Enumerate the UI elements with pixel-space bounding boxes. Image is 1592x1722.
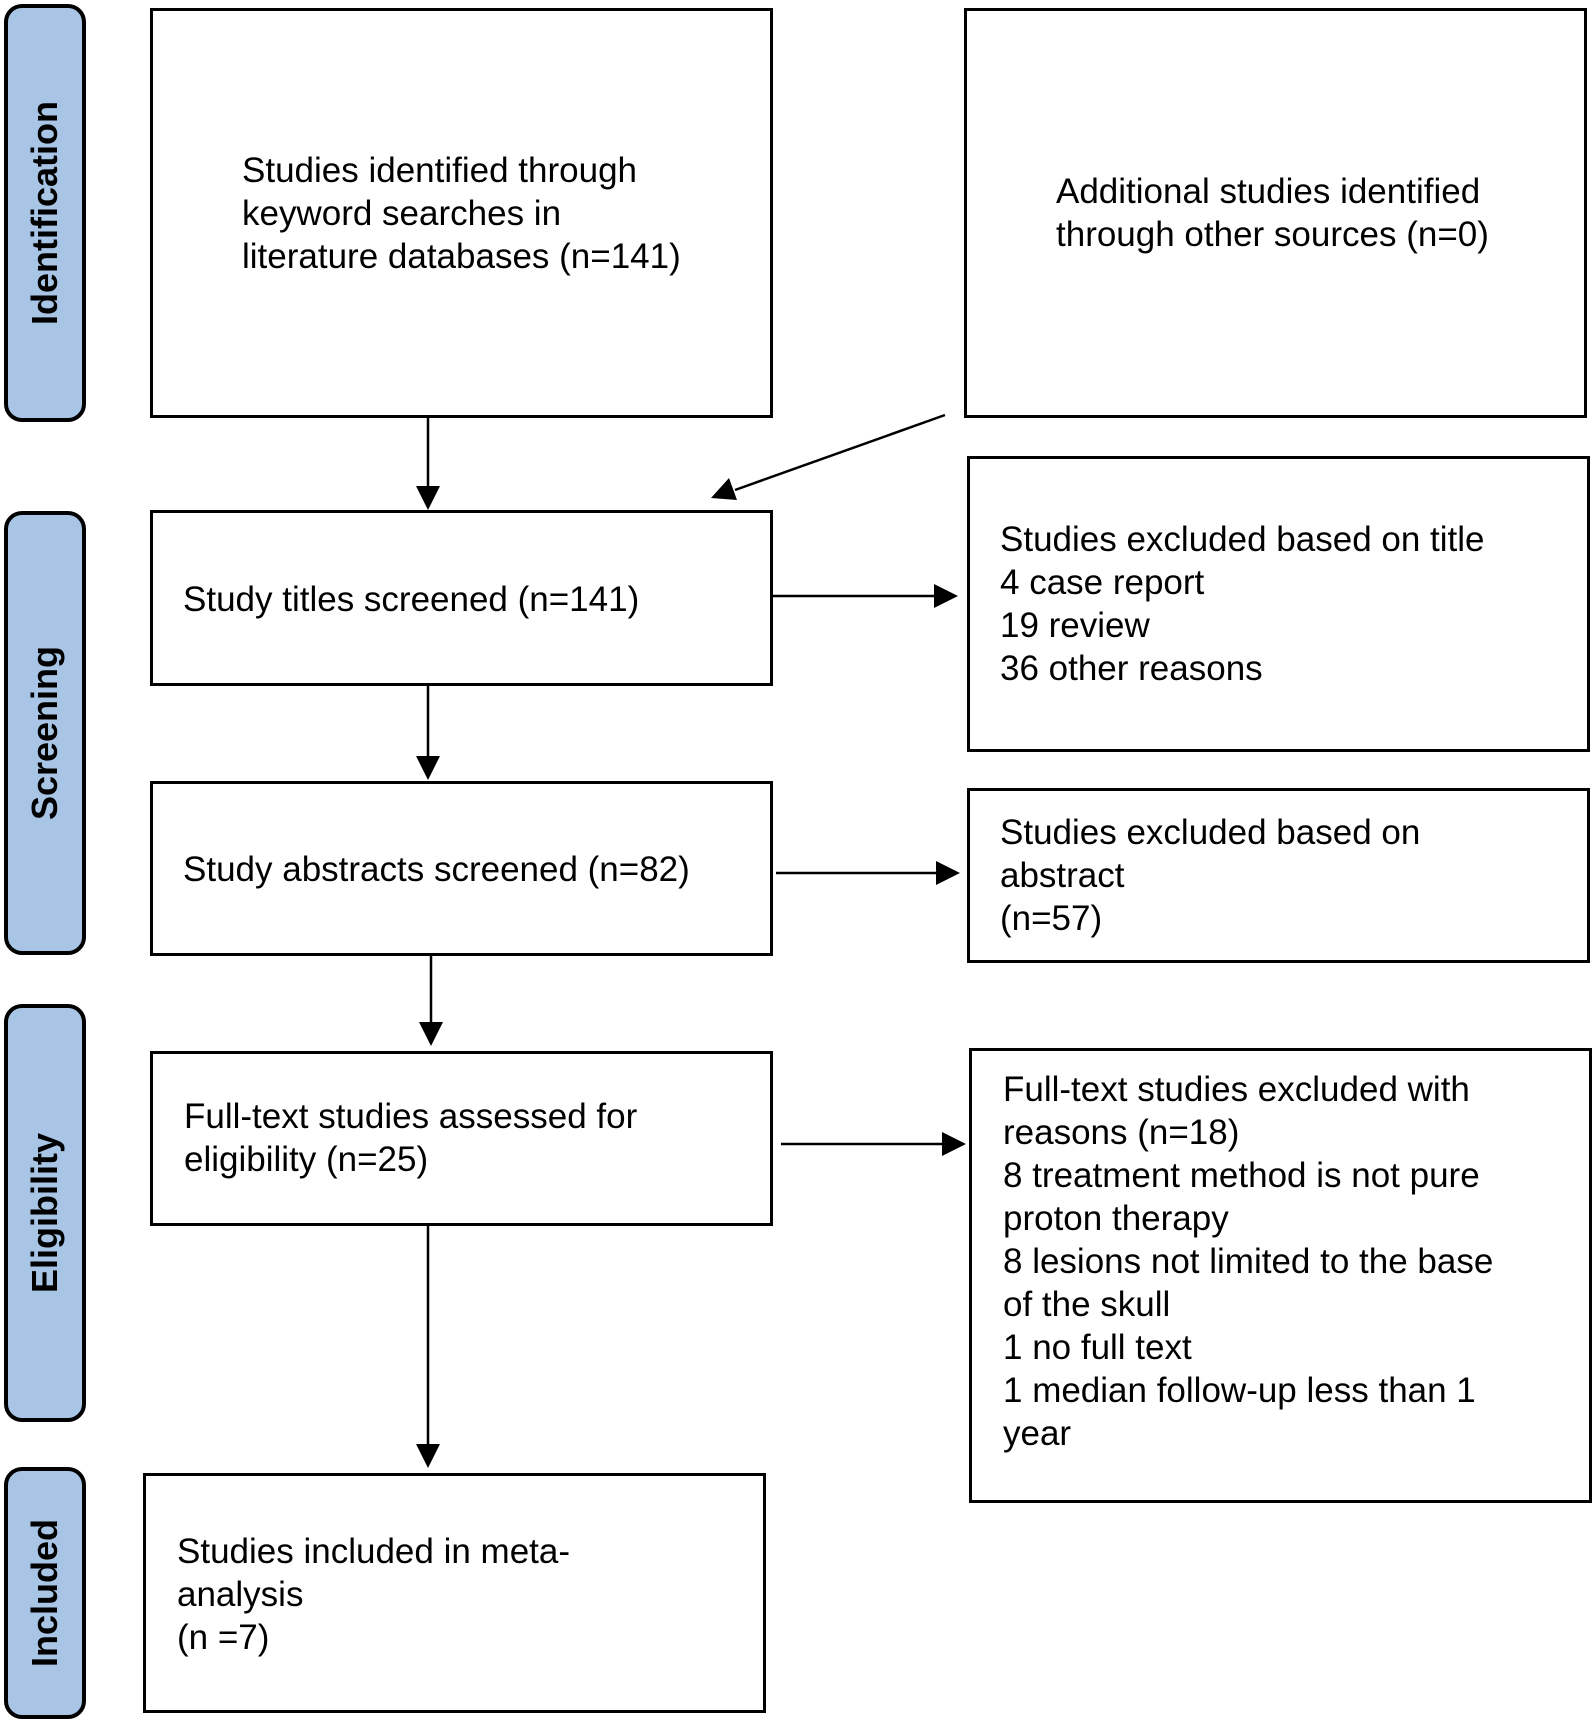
arrow-titles-to-excluded — [773, 584, 958, 608]
phase-included-label: Included — [24, 1518, 65, 1668]
database-search-text: Studies identified through keyword searc… — [242, 151, 681, 276]
other-sources-text: Additional studies identified through ot… — [1056, 172, 1489, 254]
fulltext-excluded-box — [969, 1048, 1592, 1503]
arrow-fulltext-to-excluded — [781, 1132, 966, 1156]
excluded-title-box — [967, 456, 1590, 752]
phase-eligibility: Eligibility — [4, 1004, 86, 1422]
phase-eligibility-label: Eligibility — [24, 1132, 65, 1294]
arrow-abstracts-to-fulltext — [419, 956, 443, 1046]
phase-screening-label: Screening — [24, 645, 65, 821]
arrow-search-to-titles — [416, 418, 440, 510]
titles-screened-box — [150, 510, 773, 686]
arrow-fulltext-to-included — [416, 1226, 440, 1468]
excluded-title-text: Studies excluded based on title 4 case r… — [1000, 520, 1485, 688]
phase-included: Included — [4, 1467, 86, 1719]
arrow-titles-to-abstracts — [416, 686, 440, 780]
titles-screened-text: Study titles screened (n=141) — [183, 580, 640, 619]
phase-identification: Identification — [4, 4, 86, 422]
included-meta-box — [143, 1473, 766, 1713]
fulltext-assessed-box — [150, 1051, 773, 1226]
excluded-abstract-box — [967, 788, 1590, 963]
other-sources-box — [964, 8, 1587, 418]
included-meta-text: Studies included in meta- analysis (n =7… — [177, 1532, 570, 1657]
excluded-abstract-text: Studies excluded based on abstract (n=57… — [1000, 813, 1421, 938]
abstracts-screened-box — [150, 781, 773, 956]
arrow-abstracts-to-excluded — [776, 861, 960, 885]
database-search-box — [150, 8, 773, 418]
phase-screening: Screening — [4, 511, 86, 955]
abstracts-screened-text: Study abstracts screened (n=82) — [183, 850, 690, 889]
fulltext-assessed-text: Full-text studies assessed for eligibili… — [184, 1097, 638, 1179]
phase-identification-label: Identification — [24, 101, 65, 325]
arrow-other-to-titles — [711, 413, 946, 500]
fulltext-excluded-text: Full-text studies excluded with reasons … — [1003, 1070, 1494, 1453]
